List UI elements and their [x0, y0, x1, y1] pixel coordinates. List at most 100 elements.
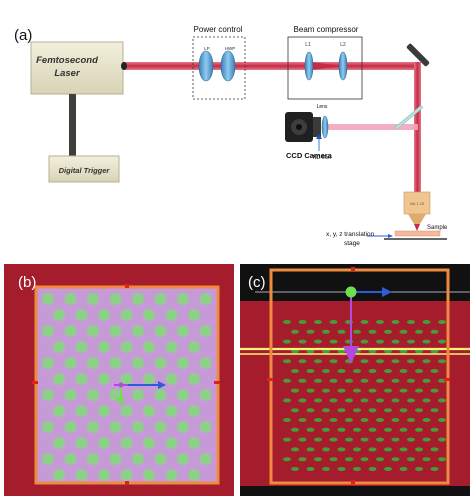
nanostructure-dot — [438, 418, 446, 422]
nanostructure-dot — [360, 359, 369, 364]
nanostructure-dot — [322, 467, 330, 471]
nanostructure-dot — [283, 398, 291, 403]
nanostructure-dot — [291, 369, 299, 373]
nanostructure-dot — [283, 359, 291, 364]
nanostructure-dot — [53, 405, 65, 417]
nanostructure-dot — [337, 447, 346, 452]
nanostructure-dot — [120, 309, 133, 321]
nanostructure-dot — [360, 418, 369, 422]
nanostructure-dot — [430, 388, 439, 393]
nanostructure-dot — [177, 421, 189, 433]
nanostructure-dot — [384, 447, 392, 452]
nanostructure-dot — [298, 320, 307, 324]
nanostructure-dot — [415, 427, 423, 432]
nanostructure-dot — [415, 447, 423, 452]
nanostructure-dot — [415, 369, 423, 373]
nanostructure-dot — [87, 325, 99, 337]
focused-spot — [414, 224, 420, 231]
x-arrow-icon — [382, 287, 392, 297]
objective-lens: NA 1.25 — [403, 191, 431, 231]
nanostructure-dot — [391, 320, 400, 324]
nanostructure-dot — [87, 421, 99, 433]
nanostructure-dot — [430, 467, 439, 471]
nanostructure-dot — [132, 325, 144, 337]
nanostructure-dot — [376, 359, 384, 364]
nanostructure-dot — [75, 405, 88, 417]
nanostructure-dot — [132, 389, 144, 401]
nanostructure-dot — [353, 467, 361, 471]
nanostructure-dot — [98, 373, 110, 385]
nanostructure-dot — [154, 357, 167, 369]
nanostructure-dot — [399, 388, 408, 393]
nanostructure-dot — [430, 408, 439, 413]
nanostructure-dot — [177, 293, 189, 305]
edge-marker — [444, 378, 450, 381]
nanostructure-dot — [306, 329, 315, 334]
edge-marker — [214, 381, 220, 384]
nanostructure-dot — [337, 349, 346, 354]
digital-trigger: Digital Trigger — [48, 155, 120, 183]
nanostructure-dot — [407, 378, 415, 383]
nanostructure-dot — [360, 398, 369, 403]
nanostructure-dot — [298, 437, 307, 442]
nanostructure-dot — [422, 457, 431, 462]
nanostructure-dot — [422, 378, 431, 383]
nanostructure-dot — [120, 437, 133, 449]
nanostructure-dot — [64, 389, 77, 401]
nanostructure-dot — [415, 408, 423, 413]
nanostructure-dot — [322, 447, 330, 452]
panel-a: (a) Femtosecond Laser Digital Trigger Po… — [14, 25, 448, 247]
nanostructure-dot — [376, 339, 384, 344]
nanostructure-dot — [283, 378, 291, 383]
nanostructure-dot — [368, 349, 377, 354]
nanostructure-dot — [87, 357, 99, 369]
edge-marker — [32, 381, 38, 384]
nanostructure-dot — [353, 427, 361, 432]
nanostructure-dot — [337, 408, 346, 413]
nanostructure-dot — [98, 405, 110, 417]
nanostructure-dot — [199, 357, 212, 369]
nanostructure-dot — [337, 467, 346, 471]
nanostructure-dot — [353, 388, 361, 393]
nanostructure-dot — [143, 309, 155, 321]
nanostructure-dot — [306, 408, 315, 413]
nanostructure-dot — [165, 373, 178, 385]
panel-c-red-region — [240, 301, 470, 486]
nanostructure-dot — [306, 427, 315, 432]
nanostructure-dot — [422, 437, 431, 442]
nanostructure-dot — [329, 457, 338, 462]
nanostructure-dot — [430, 349, 439, 354]
panel-c-edge-markers — [267, 267, 450, 484]
nanostructure-dot — [132, 357, 144, 369]
laser-beam-horizontal — [124, 62, 414, 70]
nanostructure-dot — [42, 453, 54, 465]
nanostructure-dot — [322, 388, 330, 393]
panel-c-scan-frame — [269, 268, 450, 485]
nanostructure-dot — [53, 373, 65, 385]
nanostructure-dot — [154, 453, 167, 465]
nanostructure-dot — [283, 418, 291, 422]
nanostructure-dot — [75, 469, 88, 481]
power-control-title: Power control — [194, 25, 243, 34]
nanostructure-dot — [368, 447, 377, 452]
nanostructure-dot — [87, 389, 99, 401]
nanostructure-dot — [337, 329, 346, 334]
objective-tip — [408, 214, 426, 224]
nanostructure-dot — [376, 378, 384, 383]
nanostructure-dot — [360, 320, 369, 324]
nanostructure-dot — [438, 457, 446, 462]
nanostructure-dot — [98, 341, 110, 353]
l2-label: L2 — [340, 42, 346, 48]
nanostructure-dot — [132, 453, 144, 465]
nanostructure-dot — [399, 329, 408, 334]
nanostructure-dot — [154, 389, 167, 401]
nanostructure-dot — [188, 405, 200, 417]
edge-marker — [351, 267, 355, 271]
nanostructure-dot — [291, 447, 299, 452]
nanostructure-dot — [353, 408, 361, 413]
nanostructure-dot — [109, 453, 122, 465]
nanostructure-dot — [422, 398, 431, 403]
nanostructure-dot — [188, 373, 200, 385]
trigger-cable — [69, 94, 76, 156]
